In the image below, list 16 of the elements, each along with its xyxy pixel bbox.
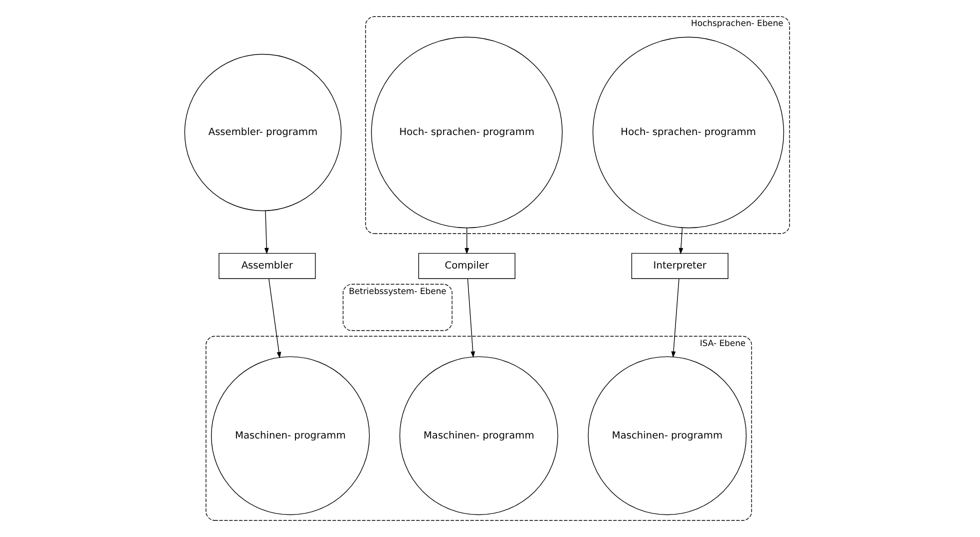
node-circle: Maschinen- programm (588, 356, 747, 516)
arrow (464, 228, 470, 254)
arrow (467, 278, 476, 358)
arrow (264, 210, 269, 254)
node-box: Betriebssystem- Ebene (342, 284, 452, 331)
node-circle: Maschinen- programm (211, 356, 370, 516)
node-box: Interpreter (631, 252, 728, 279)
arrow (678, 228, 684, 254)
node-circle: Assembler- programm (184, 54, 342, 212)
node-box: Compiler (418, 252, 516, 279)
node-circle: Maschinen- programm (399, 356, 558, 516)
node-circle: Hoch- sprachen- programm (371, 36, 563, 228)
arrow (671, 278, 680, 358)
node-circle: Hoch- sprachen- programm (592, 36, 784, 228)
node-box: Assembler (218, 252, 316, 279)
arrow (268, 278, 282, 358)
